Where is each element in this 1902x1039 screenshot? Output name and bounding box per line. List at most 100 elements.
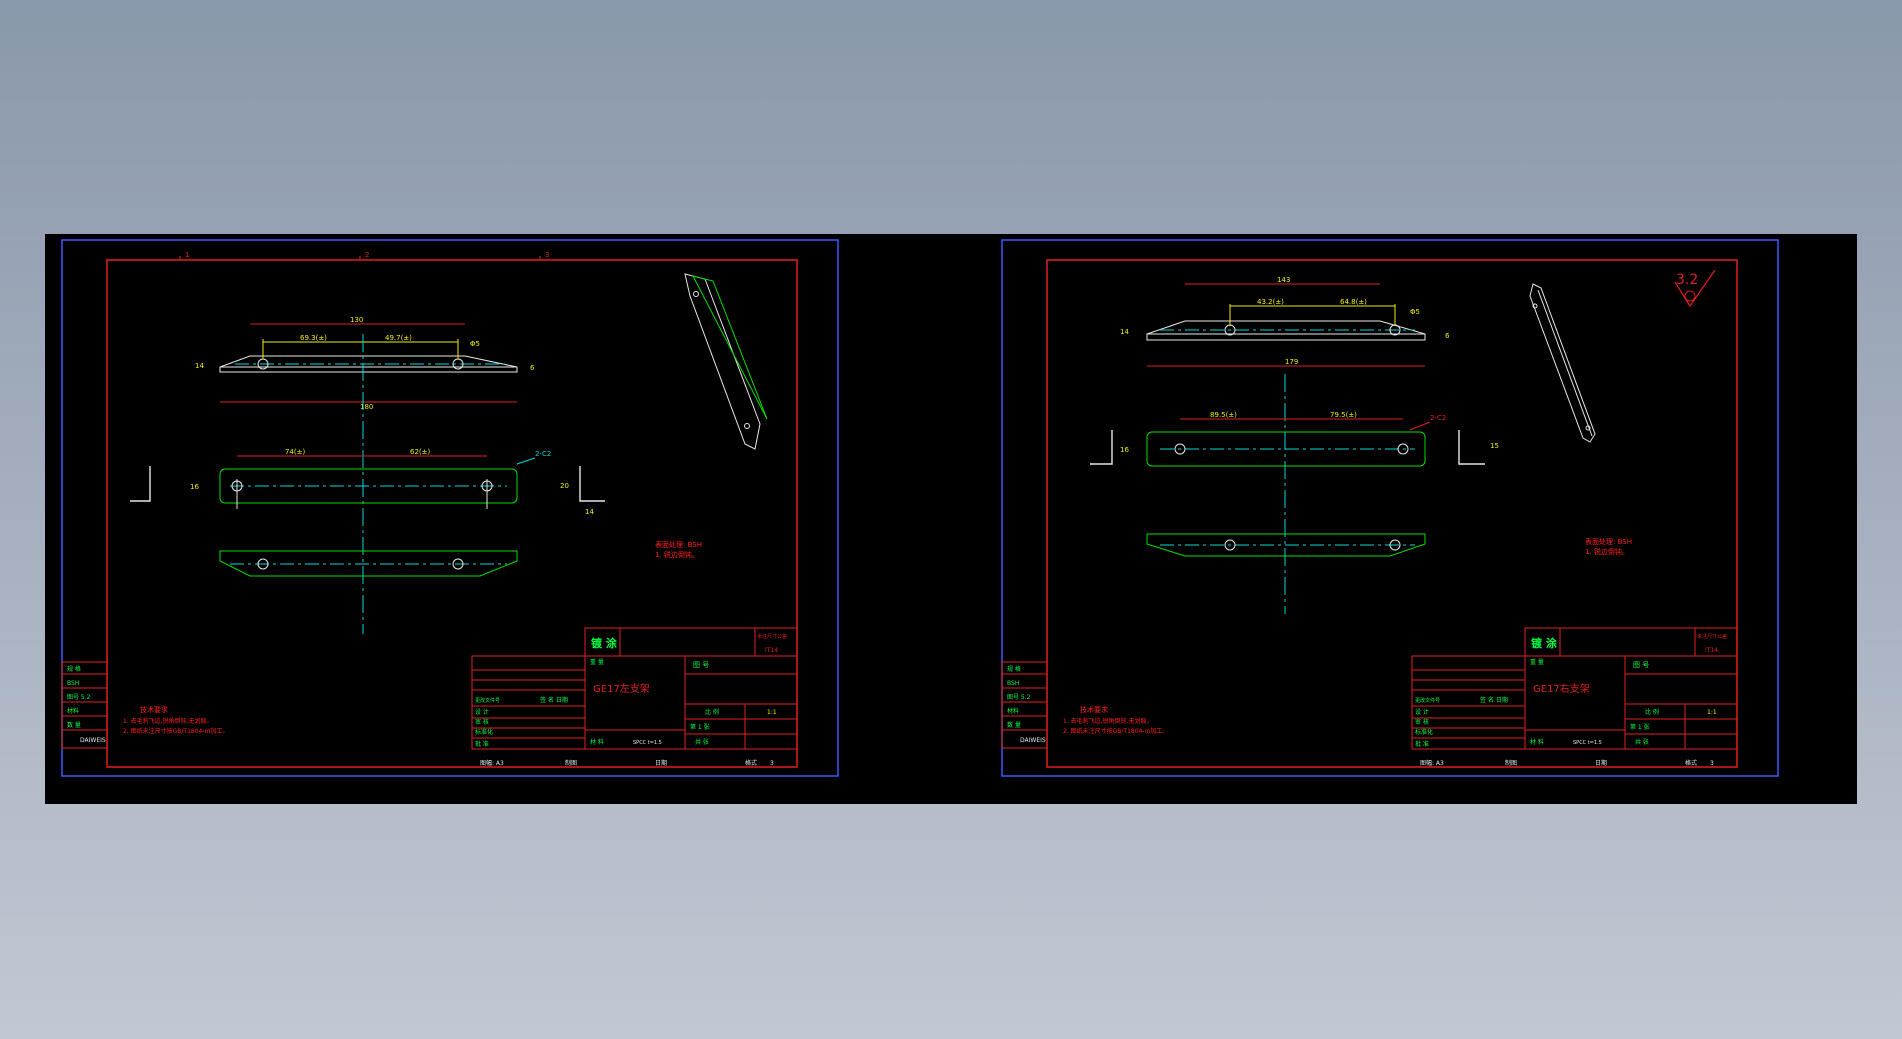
strip-label: 材料 — [67, 707, 79, 715]
tb-label: 签 名 日期 — [540, 696, 568, 704]
tolerance-stamp: 未注尺寸公差 — [757, 633, 787, 640]
dim-label: 2-C2 — [1430, 414, 1446, 422]
bottom-label: 制图 — [1505, 759, 1517, 767]
strip-label: 数 量 — [67, 721, 81, 729]
tb-label: 审 核 — [475, 718, 489, 726]
title-block: 镀 涂 未注尺寸公差 IT14 GE17左支架 重 量 图 号 比 例 1:1 … — [471, 627, 798, 750]
strip-label: 规 格 — [1007, 665, 1021, 673]
tb-label: 重 量 — [590, 658, 604, 666]
zone-label: 2 — [365, 251, 369, 259]
dim-label: 6 — [530, 364, 535, 372]
dim-label: 20 — [560, 482, 569, 490]
dim-label: 6 — [1445, 332, 1450, 340]
strip-label: 图号 5.2 — [67, 694, 91, 701]
dim-label: 14 — [585, 508, 594, 516]
bottom-label: 制图 — [565, 759, 577, 767]
sheet-frame — [61, 239, 839, 777]
surface-note: 表面处理: BSH — [1585, 537, 1632, 546]
sheet-frame — [1001, 239, 1779, 777]
tb-value: SPCC t=1.5 — [633, 740, 662, 746]
strip-label: 数 量 — [1007, 721, 1021, 729]
bottom-label: 3 — [1710, 760, 1714, 767]
bottom-label: 3 — [770, 760, 774, 767]
tb-label: 材 料 — [590, 738, 604, 746]
bottom-label: 日期 — [655, 759, 667, 767]
tech-heading: 技术要求 — [1080, 705, 1108, 714]
tb-label: 审 核 — [1415, 718, 1429, 726]
roughness-value: 3.2 — [1676, 272, 1698, 288]
l-bracket-profile — [1458, 430, 1485, 465]
tech-heading: 技术要求 — [140, 705, 168, 714]
top-view: 143 43.2(±) 64.8(±) Φ5 179 14 6 — [1120, 276, 1450, 614]
bottom-label: 格式 — [745, 759, 757, 767]
part-name: GE17右支架 — [1533, 682, 1590, 695]
format-label: 图幅: A3 — [1420, 759, 1444, 767]
tb-label: 图 号 — [1633, 661, 1649, 669]
process-label: 镀 涂 — [1531, 636, 1558, 650]
tolerance-stamp: 未注尺寸公差 — [1697, 633, 1727, 640]
tb-label: 更改文件号 — [1415, 697, 1440, 704]
l-bracket-profile — [1090, 430, 1113, 465]
top-view: 130 69.3(±) 49.7(±) Φ5 180 14 6 — [195, 316, 535, 634]
tb-label: 比 例 — [705, 708, 719, 716]
tech-line: 2. 图纸未注尺寸按GB/T1804-m加工。 — [123, 727, 228, 735]
front-view: 89.5(±) 79.5(±) 2-C2 16 15 — [1090, 411, 1499, 467]
left-strip: 规 格 BSH 图号 5.2 材料 数 量 DAIWEIS — [61, 661, 108, 749]
dim-label: 43.2(±) — [1257, 298, 1284, 306]
iso-view — [1529, 283, 1596, 443]
dim-label: 74(±) — [285, 448, 306, 456]
tech-line: 1. 去毛刺飞边,锐角倒钝,无划痕。 — [123, 717, 212, 725]
strip-label: 材料 — [1007, 707, 1019, 715]
left-strip: 规 格 BSH 图号 5.2 材料 数 量 DAIWEIS — [1001, 661, 1048, 749]
strip-label: BSH — [67, 680, 79, 687]
cad-canvas: 1 2 3 130 69.3(±) 49.7(±) Φ5 180 14 6 — [45, 234, 1857, 804]
tb-label: 重 量 — [1530, 658, 1544, 666]
l-bracket-profile — [130, 466, 151, 502]
dim-label: 79.5(±) — [1330, 411, 1357, 419]
tb-value: 1:1 — [1707, 709, 1717, 716]
tb-label: 共 张 — [1635, 738, 1649, 746]
tb-label: 共 张 — [695, 738, 709, 746]
tb-label: 图 号 — [693, 661, 709, 669]
tb-label: 更改文件号 — [475, 697, 500, 704]
process-label: 镀 涂 — [591, 636, 618, 650]
dim-label: 130 — [350, 316, 363, 324]
surface-note: 1. 锐边倒钝。 — [1585, 547, 1629, 556]
tb-label: 设 计 — [1415, 708, 1429, 716]
tb-label: 第 1 张 — [1630, 723, 1650, 731]
tb-label: 标准化 — [1415, 728, 1433, 736]
dim-label: 49.7(±) — [385, 334, 412, 342]
strip-label: BSH — [1007, 680, 1019, 687]
dim-label: Φ5 — [470, 340, 480, 348]
part-name: GE17左支架 — [593, 682, 650, 695]
sheet-right: 3.2 143 43.2(±) 64.8(±) Φ5 179 14 6 — [1001, 239, 1779, 777]
dim-label: 16 — [190, 483, 199, 491]
dim-label: 69.3(±) — [300, 334, 327, 342]
tb-value: SPCC t=1.5 — [1573, 740, 1602, 746]
dim-label: 179 — [1285, 358, 1298, 366]
roughness-symbol: 3.2 — [1674, 269, 1716, 308]
tb-value: 1:1 — [767, 709, 777, 716]
bottom-view — [219, 550, 518, 577]
tech-line: 1. 去毛刺飞边,锐角倒钝,无划痕。 — [1063, 717, 1152, 725]
strip-label: 图号 5.2 — [1007, 694, 1031, 701]
sheet-border — [106, 259, 798, 768]
tb-label: 比 例 — [1645, 708, 1659, 716]
strip-label: 规 格 — [67, 665, 81, 673]
sheet-left: 1 2 3 130 69.3(±) 49.7(±) Φ5 180 14 6 — [61, 239, 839, 777]
tb-label: 标准化 — [475, 728, 493, 736]
bottom-view — [1146, 533, 1426, 557]
tb-label: 第 1 张 — [690, 723, 710, 731]
tb-label: 材 料 — [1530, 738, 1544, 746]
tb-label: 签 名 日期 — [1480, 696, 1508, 704]
tolerance-stamp: IT14 — [765, 647, 778, 654]
tb-label: 批 准 — [1415, 740, 1429, 748]
dim-label: 64.8(±) — [1340, 298, 1367, 306]
surface-note: 表面处理: BSH — [655, 540, 702, 549]
company-label: DAIWEIS — [80, 737, 106, 744]
bottom-label: 日期 — [1595, 759, 1607, 767]
company-label: DAIWEIS — [1020, 737, 1046, 744]
dim-label: 14 — [195, 362, 204, 370]
l-bracket-profile — [579, 466, 605, 502]
tolerance-stamp: IT14 — [1705, 647, 1718, 654]
